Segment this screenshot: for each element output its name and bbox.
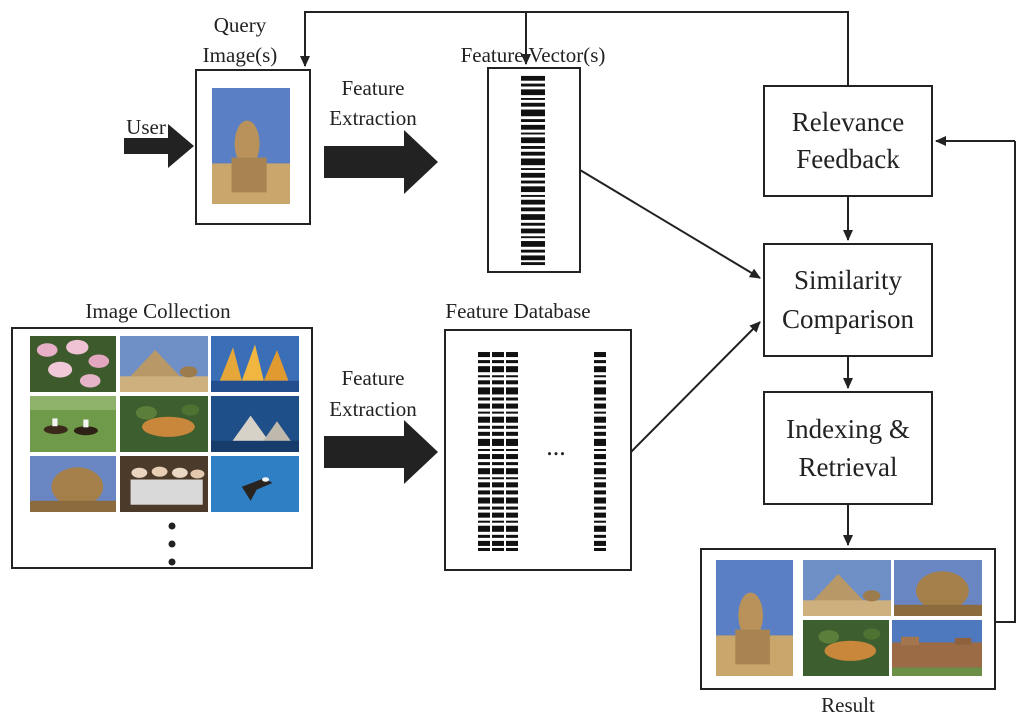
database-barcode-2-icon [492,350,504,552]
indexing-retrieval-line1: Indexing & [786,414,910,444]
feedback-to-query-arrow [300,11,849,86]
feature-extraction-bottom-line1: Feature [342,366,405,390]
result-sphinx-head-photo-icon [894,560,982,616]
feature-vector-barcode-icon [521,74,545,266]
user-label: User [126,115,166,139]
result-ruins-photo-icon [892,620,982,676]
database-barcode-4-icon [594,350,606,552]
database-barcode-3-icon [506,350,518,552]
query-label-line2: Image(s) [203,43,278,67]
similarity-comparison-line1: Similarity [794,265,903,295]
similarity-comparison-box [763,243,933,357]
collection-tiger-photo-icon [120,396,208,452]
feature-extraction-top-line2: Extraction [329,106,417,130]
collection-horses-photo-icon [30,396,116,452]
database-ellipsis: ... [546,432,566,461]
indexing-retrieval-box [763,391,933,505]
feature-extraction-top-arrow-icon [324,130,438,194]
collection-coast-photo-icon [211,396,299,452]
relevance-feedback-line1: Relevance [792,107,904,137]
result-tiger-photo-icon [803,620,889,676]
feature-extraction-bottom-line2: Extraction [329,397,417,421]
image-collection-label: Image Collection [85,299,231,323]
vector-to-similarity-arrow [579,169,761,279]
collection-vertical-ellipsis-icon [168,522,176,566]
collection-flowers-photo-icon [30,336,116,392]
indexing-retrieval-line2: Retrieval [799,452,898,482]
feature-extraction-bottom-arrow-icon [324,420,438,484]
user-arrow-icon [124,124,194,168]
result-label: Result [821,693,875,717]
feature-extraction-top-line1: Feature [342,76,405,100]
database-to-similarity-arrow [630,321,761,453]
database-barcode-1-icon [478,350,490,552]
result-pyramid-photo-icon [803,560,891,616]
relevance-feedback-box [763,85,933,197]
collection-eagle-photo-icon [211,456,299,512]
query-sphinx-photo-icon [212,88,290,204]
relevance-feedback-line2: Feedback [796,144,900,174]
feature-vectors-label: Feature Vector(s) [461,43,606,67]
similarity-comparison-line2: Comparison [782,304,914,334]
result-loop-line [995,141,1016,623]
collection-pyramid-photo-icon [120,336,208,392]
query-label-line1: Query [214,13,267,37]
result-sphinx-photo-icon [716,560,793,676]
feature-database-label: Feature Database [445,299,590,323]
collection-sailboats-photo-icon [211,336,299,392]
collection-people-photo-icon [120,456,208,512]
collection-sphinx-head-photo-icon [30,456,116,512]
